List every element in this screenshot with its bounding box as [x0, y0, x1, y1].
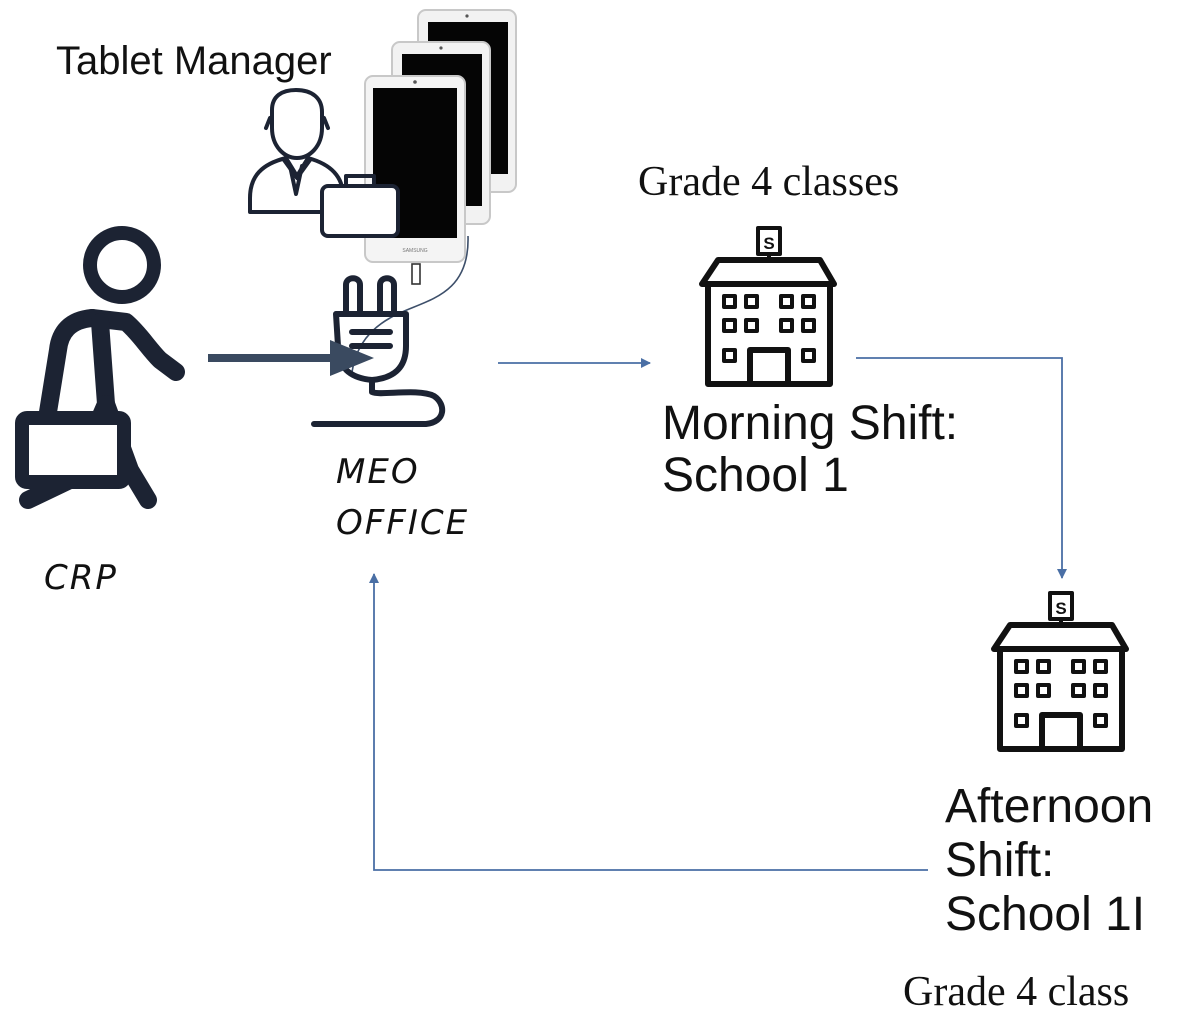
- tablet-manager-label: Tablet Manager: [56, 39, 332, 83]
- school-building-icon: S: [991, 591, 1129, 752]
- cable-connector-icon: [411, 263, 421, 285]
- crp-label: CRP: [44, 558, 118, 598]
- manager-person-icon: [248, 88, 400, 238]
- crp-walking-person-icon: [15, 226, 185, 509]
- flow-arrows: [208, 340, 1067, 871]
- school2-to-meo-arrow: [369, 573, 928, 871]
- school2-grade-label: Grade 4 class: [903, 969, 1130, 1014]
- school-building-icon: S: [699, 226, 837, 387]
- school1-grade-label: Grade 4 classes: [638, 159, 900, 205]
- meo-office-label: MEO OFFICE: [336, 447, 469, 549]
- morning-shift-label: Morning Shift: School 1: [662, 398, 958, 502]
- afternoon-shift-label: Afternoon Shift: School 1I: [945, 780, 1153, 941]
- office-line: OFFICE: [336, 503, 470, 543]
- meo-line: MEO: [336, 452, 420, 492]
- school2-name-line: School 1I: [945, 887, 1146, 941]
- shift-line: Shift:: [945, 833, 1055, 887]
- school1-to-school2-arrow: [856, 357, 1067, 579]
- tablet-brand: SAMSUNG: [402, 248, 427, 254]
- school-sign-label: S: [1055, 599, 1066, 618]
- school-sign-label: S: [763, 234, 774, 253]
- morning-shift-line: Morning Shift:: [662, 397, 959, 450]
- afternoon-line: Afternoon: [945, 780, 1154, 833]
- crp-to-meo-arrow: [208, 340, 374, 376]
- school1-name-line: School 1: [662, 448, 849, 502]
